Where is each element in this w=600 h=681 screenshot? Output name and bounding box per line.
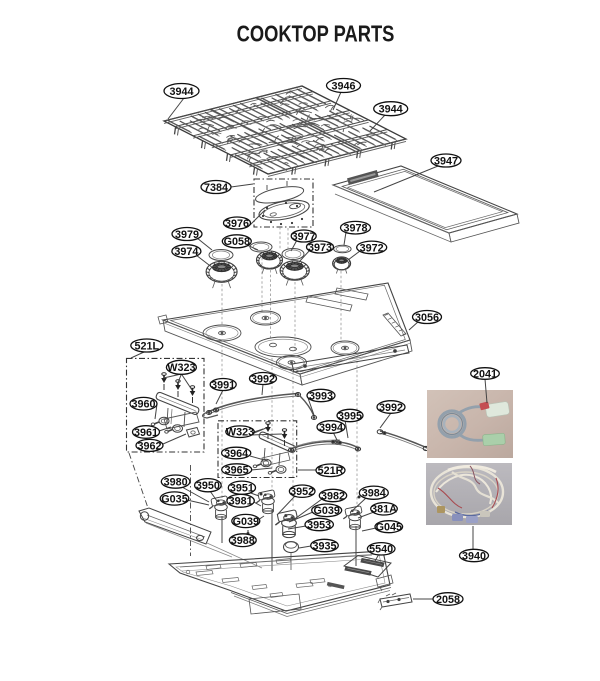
svg-text:381A: 381A — [371, 504, 397, 516]
svg-text:2041: 2041 — [473, 368, 497, 380]
svg-text:3944: 3944 — [379, 104, 403, 116]
svg-text:3962: 3962 — [137, 440, 161, 452]
svg-text:G058: G058 — [224, 236, 250, 248]
svg-text:3994: 3994 — [319, 422, 343, 434]
svg-text:G039: G039 — [313, 505, 339, 517]
svg-text:3980: 3980 — [164, 477, 188, 489]
svg-text:3984: 3984 — [362, 488, 386, 500]
svg-text:3993: 3993 — [309, 390, 333, 402]
svg-text:3974: 3974 — [174, 246, 198, 258]
svg-text:3978: 3978 — [343, 223, 367, 235]
svg-text:5540: 5540 — [369, 544, 393, 556]
svg-text:G035: G035 — [161, 493, 187, 505]
svg-text:3979: 3979 — [175, 229, 199, 241]
svg-text:3952: 3952 — [290, 486, 314, 498]
svg-text:521L: 521L — [134, 340, 159, 352]
svg-text:3977: 3977 — [292, 231, 316, 243]
svg-text:3992: 3992 — [379, 402, 403, 414]
svg-text:3972: 3972 — [360, 242, 384, 254]
svg-text:3988: 3988 — [231, 535, 255, 547]
svg-text:3995: 3995 — [338, 410, 362, 422]
svg-text:3935: 3935 — [312, 540, 336, 552]
svg-text:3991: 3991 — [211, 379, 235, 391]
svg-text:3953: 3953 — [307, 519, 331, 531]
svg-text:3976: 3976 — [225, 218, 249, 230]
svg-text:3946: 3946 — [331, 80, 355, 92]
svg-text:3992: 3992 — [251, 373, 275, 385]
svg-text:3973: 3973 — [308, 242, 332, 254]
svg-text:3944: 3944 — [169, 86, 193, 98]
svg-text:3951: 3951 — [230, 483, 254, 495]
svg-text:2058: 2058 — [436, 594, 460, 606]
svg-text:3961: 3961 — [134, 427, 158, 439]
svg-text:G039: G039 — [233, 516, 259, 528]
svg-text:3964: 3964 — [224, 448, 248, 460]
svg-text:W323: W323 — [226, 427, 254, 439]
svg-text:521R: 521R — [318, 465, 344, 477]
svg-text:COOKTOP PARTS: COOKTOP PARTS — [237, 21, 395, 47]
svg-text:3940: 3940 — [462, 550, 486, 562]
svg-text:7384: 7384 — [204, 182, 228, 194]
svg-text:3950: 3950 — [196, 480, 220, 492]
svg-text:3965: 3965 — [225, 465, 249, 477]
svg-text:3947: 3947 — [434, 155, 458, 167]
svg-text:3960: 3960 — [131, 399, 155, 411]
svg-text:G045: G045 — [376, 522, 402, 534]
svg-text:3982: 3982 — [321, 490, 345, 502]
svg-text:W323: W323 — [167, 362, 195, 374]
svg-text:3981: 3981 — [229, 496, 253, 508]
svg-text:3056: 3056 — [415, 312, 439, 324]
